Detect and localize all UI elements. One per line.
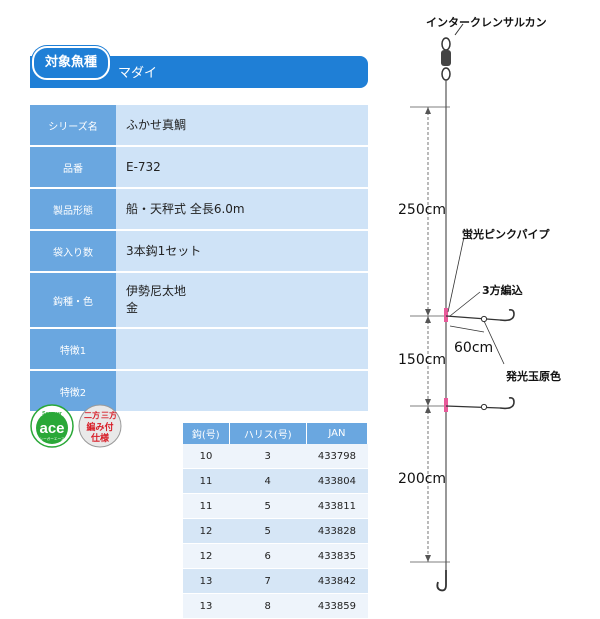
knot-logo-line-1: 二方 xyxy=(84,410,100,420)
spec-value: 伊勢尼太地金 xyxy=(116,273,368,327)
callout-lines xyxy=(447,236,505,365)
branch-upper xyxy=(444,308,515,323)
branch-60-label: 60cm xyxy=(454,340,494,356)
col-leader-size: ハリス(号) xyxy=(229,423,307,444)
table-cell: 433828 xyxy=(306,518,368,544)
table-cell: 10 xyxy=(183,444,230,469)
ace-bottom-text: シーガーエース xyxy=(40,436,65,441)
table-cell: 433798 xyxy=(306,444,368,469)
hook-icon xyxy=(436,570,447,592)
target-fish-badge: 対象魚種 xyxy=(32,46,110,80)
ace-top-text: Seaguar xyxy=(42,411,62,417)
table-cell: 12 xyxy=(183,518,230,544)
spec-label: 袋入り数 xyxy=(30,231,116,271)
knot-style-logo: 二方 三方 編み付 仕様 xyxy=(78,404,122,448)
spec-value-line: 3本鈎1セット xyxy=(126,243,202,258)
knot-logo-line-2: 三方 xyxy=(101,410,117,420)
table-cell: 433859 xyxy=(306,593,368,619)
dimension-lines xyxy=(410,106,450,563)
table-cell: 7 xyxy=(229,568,307,594)
spec-value-line: ふかせ真鯛 xyxy=(126,117,187,132)
glow-bead-label: 発光玉原色 xyxy=(506,370,561,383)
col-hook-size: 鈎(号) xyxy=(183,423,230,444)
spec-value xyxy=(116,329,368,369)
table-cell: 433811 xyxy=(306,493,368,519)
spec-label: シリーズ名 xyxy=(30,105,116,145)
table-cell: 433835 xyxy=(306,543,368,569)
spec-label: 品番 xyxy=(30,147,116,187)
table-cell: 433804 xyxy=(306,468,368,494)
ace-main-text: ace xyxy=(39,420,64,437)
spec-row: 品番 E-732 xyxy=(30,147,368,187)
spec-label: 鈎種・色 xyxy=(30,273,116,327)
length-200-label: 200cm xyxy=(398,471,447,487)
spec-row: 鈎種・色伊勢尼太地金 xyxy=(30,273,368,327)
spec-row: 袋入り数 3本鈎1セット xyxy=(30,231,368,271)
spec-row: 特徴2 xyxy=(30,371,368,411)
length-250-label: 250cm xyxy=(398,202,447,218)
target-fish-value: マダイ xyxy=(118,66,158,81)
table-cell: 11 xyxy=(183,493,230,519)
spec-value-line: E-732 xyxy=(126,159,161,174)
spec-value-line: 金 xyxy=(126,301,139,315)
spec-value-line: 伊勢尼太地 xyxy=(126,284,187,298)
branch-lower xyxy=(444,397,515,412)
table-cell: 3 xyxy=(229,444,307,469)
table-cell: 8 xyxy=(229,593,307,619)
spec-row: 特徴1 xyxy=(30,329,368,369)
spec-label: 特徴1 xyxy=(30,329,116,369)
col-jan: JAN xyxy=(306,423,369,444)
swivel-label: インタークレンサルカン xyxy=(426,16,547,29)
spec-label: 製品形態 xyxy=(30,189,116,229)
spec-value: 3本鈎1セット xyxy=(116,231,368,271)
spec-value: ふかせ真鯛 xyxy=(116,105,368,145)
spec-value: 船・天秤式 全長6.0m xyxy=(116,189,368,229)
swivel-icon xyxy=(441,23,464,81)
table-cell: 13 xyxy=(183,593,230,619)
table-cell: 12 xyxy=(183,543,230,569)
table-cell: 11 xyxy=(183,468,230,494)
knot-logo-line-4: 仕様 xyxy=(90,432,110,444)
pink-pipe-label: 蛍光ピンクパイプ xyxy=(462,228,550,241)
table-cell: 433842 xyxy=(306,568,368,594)
spec-value xyxy=(116,371,368,411)
spec-label: 特徴2 xyxy=(30,371,116,411)
spec-value: E-732 xyxy=(116,147,368,187)
spec-row: シリーズ名ふかせ真鯛 xyxy=(30,105,368,145)
table-cell: 6 xyxy=(229,543,307,569)
spec-value-line: 船・天秤式 全長6.0m xyxy=(126,201,245,216)
spec-row: 製品形態船・天秤式 全長6.0m xyxy=(30,189,368,229)
three-way-knot-label: 3方編込 xyxy=(482,284,523,297)
rig-diagram xyxy=(410,23,515,592)
dimension-arrows xyxy=(425,107,431,562)
knot-logo-line-3: 編み付 xyxy=(86,421,113,433)
length-150-label: 150cm xyxy=(398,352,447,368)
table-cell: 13 xyxy=(183,568,230,594)
table-cell: 4 xyxy=(229,468,307,494)
table-cell: 5 xyxy=(229,518,307,544)
table-cell: 5 xyxy=(229,493,307,519)
seaguar-ace-logo: Seaguar ace シーガーエース xyxy=(30,404,74,448)
